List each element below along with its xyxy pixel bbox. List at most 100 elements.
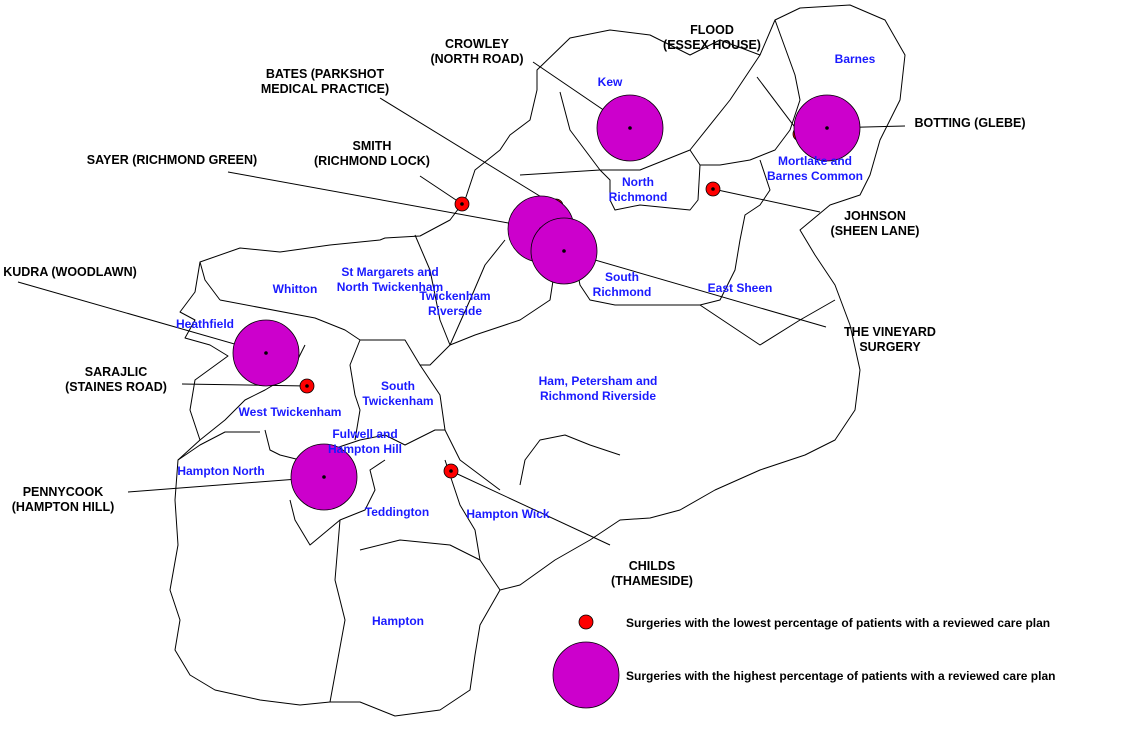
surgery-label-vineyard-line: THE VINEYARD (844, 325, 936, 339)
ward-line (289, 459, 386, 546)
ward-line (444, 459, 501, 591)
surgery-label-botting: BOTTING (GLEBE) (914, 116, 1025, 130)
surgery-label-johnson-line: JOHNSON (844, 209, 906, 223)
surgery-callouts: CROWLEY(NORTH ROAD) FLOOD(ESSEX HOUSE) BOT… (3, 23, 1025, 588)
ward-label-st-margarets-line: St Margarets and (341, 265, 438, 279)
surgery-label-pennycook-line: (HAMPTON HILL) (12, 500, 115, 514)
leader-line-smith (419, 175, 463, 205)
surgery-markers (232, 94, 861, 511)
surgery-point-sarajlic (305, 384, 309, 388)
surgery-label-crowley-line: (NORTH ROAD) (430, 52, 523, 66)
surgery-label-bates-line: BATES (PARKSHOT (266, 67, 385, 81)
surgery-label-crowley: CROWLEY(NORTH ROAD) (430, 37, 523, 66)
leader-line-sayer (227, 171, 542, 230)
ward-boundaries (169, 4, 906, 717)
surgery-label-flood: FLOOD(ESSEX HOUSE) (663, 23, 761, 52)
ward-label-north-richmond-line: Richmond (609, 190, 668, 204)
surgery-label-sayer: SAYER (RICHMOND GREEN) (87, 153, 257, 167)
ward-line (349, 339, 361, 441)
surgery-label-childs-line: CHILDS (629, 559, 676, 573)
surgery-label-vineyard-line: SURGERY (859, 340, 921, 354)
ward-label-north-richmond-line: North (622, 175, 654, 189)
ward-line (419, 364, 501, 491)
ward-line (359, 539, 481, 561)
ward-label-south-richmond-line: Richmond (593, 285, 652, 299)
ward-line (689, 19, 801, 166)
ward-label-st-margarets-line: North Twickenham (337, 280, 443, 294)
leader-line-kudra (17, 281, 267, 354)
ward-label-twickenham-riverside-line: Riverside (428, 304, 482, 318)
surgery-label-smith-line: SMITH (353, 139, 392, 153)
ward-label-hampton: Hampton (372, 614, 424, 628)
ward-label-hampton-north: Hampton North (177, 464, 264, 478)
surgery-label-johnson: JOHNSON(SHEEN LANE) (831, 209, 920, 238)
leader-line-childs (450, 470, 611, 546)
surgery-label-sarajlic-line: SARAJLIC (85, 365, 148, 379)
surgery-point-vineyard (562, 249, 566, 253)
surgery-label-crowley-line: CROWLEY (445, 37, 510, 51)
ward-line (599, 164, 701, 211)
ward-label-fulwell-line: Hampton Hill (328, 442, 402, 456)
surgery-label-bates-line: MEDICAL PRACTICE) (261, 82, 389, 96)
ward-line (177, 431, 260, 461)
ward-label-twickenham-riverside-line: Twickenham (419, 289, 490, 303)
surgery-label-flood-line: FLOOD (690, 23, 734, 37)
ward-line (519, 169, 601, 176)
ward-label-east-sheen: East Sheen (708, 281, 773, 295)
ward-label-mortlake-line: Barnes Common (767, 169, 863, 183)
ward-label-barnes: Barnes (835, 52, 876, 66)
surgery-point-botting (825, 126, 829, 130)
legend-highest-marker (552, 641, 620, 709)
ward-label-whitton: Whitton (273, 282, 318, 296)
surgery-label-kudra: KUDRA (WOODLAWN) (3, 265, 137, 279)
surgery-point-pennycook (322, 475, 326, 479)
surgery-label-flood-line: (ESSEX HOUSE) (663, 38, 761, 52)
leader-line-sarajlic (181, 383, 308, 387)
ward-label-ham-line: Richmond Riverside (540, 389, 656, 403)
ward-label-heathfield: Heathfield (176, 317, 234, 331)
surgery-label-smith: SMITH(RICHMOND LOCK) (314, 139, 430, 168)
ward-line (329, 519, 346, 703)
legend-highest-label: Surgeries with the highest percentage of… (626, 669, 1055, 683)
ward-label-teddington: Teddington (365, 505, 429, 519)
borough-outline (169, 4, 906, 717)
ward-label-hampton-line: Hampton (372, 614, 424, 628)
ward-line (199, 261, 221, 301)
ward-label-south-twickenham-line: Twickenham (362, 394, 433, 408)
ward-label-barnes-line: Barnes (835, 52, 876, 66)
ward-line (414, 234, 451, 346)
surgery-label-kudra-line: KUDRA (WOODLAWN) (3, 265, 137, 279)
surgery-point-johnson (711, 187, 715, 191)
ward-line (519, 434, 621, 486)
ward-line (574, 159, 771, 306)
leader-line-flood (756, 76, 801, 135)
ward-label-kew-line: Kew (598, 75, 623, 89)
surgery-label-pennycook: PENNYCOOK(HAMPTON HILL) (12, 485, 115, 514)
map-legend: Surgeries with the lowest percentage of … (552, 614, 1055, 709)
ward-label-heathfield-line: Heathfield (176, 317, 234, 331)
ward-label-whitton-line: Whitton (273, 282, 318, 296)
surgery-label-childs-line: (THAMESIDE) (611, 574, 693, 588)
surgery-point-crowley (628, 126, 632, 130)
surgery-label-sarajlic-line: (STAINES ROAD) (65, 380, 167, 394)
leader-line-johnson (712, 188, 821, 213)
surgery-label-johnson-line: (SHEEN LANE) (831, 224, 920, 238)
ward-label-hampton-north-line: Hampton North (177, 464, 264, 478)
surgery-label-pennycook-line: PENNYCOOK (23, 485, 104, 499)
surgery-label-sarajlic: SARAJLIC(STAINES ROAD) (65, 365, 167, 394)
ward-label-kew: Kew (598, 75, 623, 89)
leader-line-bates (379, 97, 557, 207)
surgery-point-kudra (264, 351, 268, 355)
surgery-label-smith-line: (RICHMOND LOCK) (314, 154, 430, 168)
ward-label-fulwell-line: Fulwell and (332, 427, 397, 441)
ward-label-mortlake-line: Mortlake and (778, 154, 852, 168)
ward-label-ham-line: Ham, Petersham and (539, 374, 658, 388)
